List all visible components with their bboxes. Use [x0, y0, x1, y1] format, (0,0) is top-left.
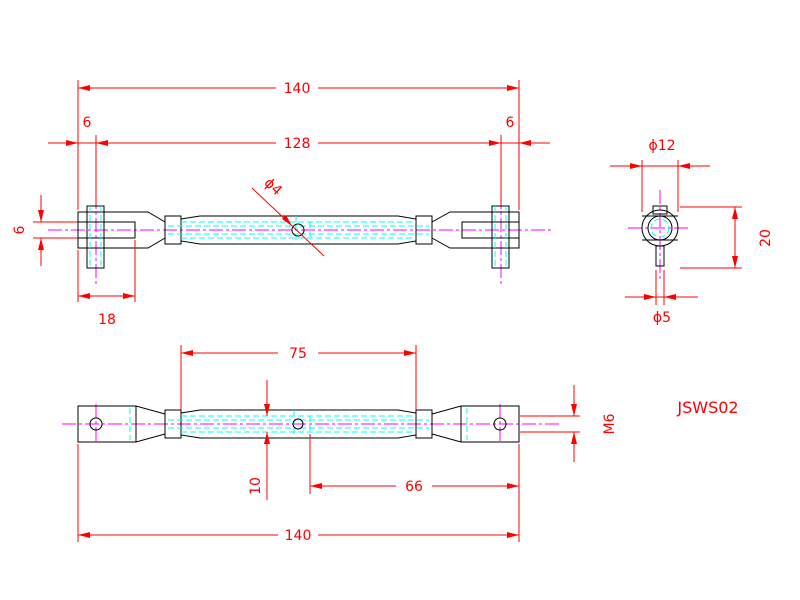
dim-left-offset-6: 6 [83, 115, 92, 131]
dim-height-20: 20 [758, 229, 774, 247]
dim-pin-diameter-5: ϕ5 [653, 310, 671, 326]
dim-overall-length-140: 140 [284, 81, 311, 97]
dim-center-length-128: 128 [284, 136, 311, 152]
top-view: 75 66 140 M6 10 [62, 345, 618, 544]
dim-clevis-depth-18: 18 [98, 312, 116, 328]
top-dimensions [77, 345, 580, 542]
top-turnbuckle-body [164, 409, 433, 439]
right-clevis [431, 205, 520, 269]
right-eye-end [431, 405, 520, 443]
dim-thread-m6: M6 [602, 413, 618, 434]
dim-right-offset-6: 6 [506, 115, 515, 131]
dim-outer-diameter-12: ϕ12 [648, 138, 675, 154]
dim-body-length-75: 75 [289, 346, 307, 362]
part-number-label: JSWS02 [676, 398, 738, 417]
dim-overall-length-140-bottom: 140 [285, 528, 312, 544]
dim-offset-10: 10 [248, 477, 264, 495]
left-clevis [77, 205, 166, 269]
turnbuckle-body [164, 215, 433, 245]
dim-half-length-66: 66 [405, 479, 423, 495]
side-dimensions [610, 160, 742, 305]
front-dimensions [33, 80, 550, 302]
front-view: 140 128 6 6 18 6 ϕ4 [12, 80, 552, 328]
side-view: ϕ12 ϕ5 20 [610, 138, 774, 326]
dim-slot-width-6: 6 [12, 225, 28, 234]
dim-hole-diameter-4: ϕ4 [261, 175, 285, 199]
